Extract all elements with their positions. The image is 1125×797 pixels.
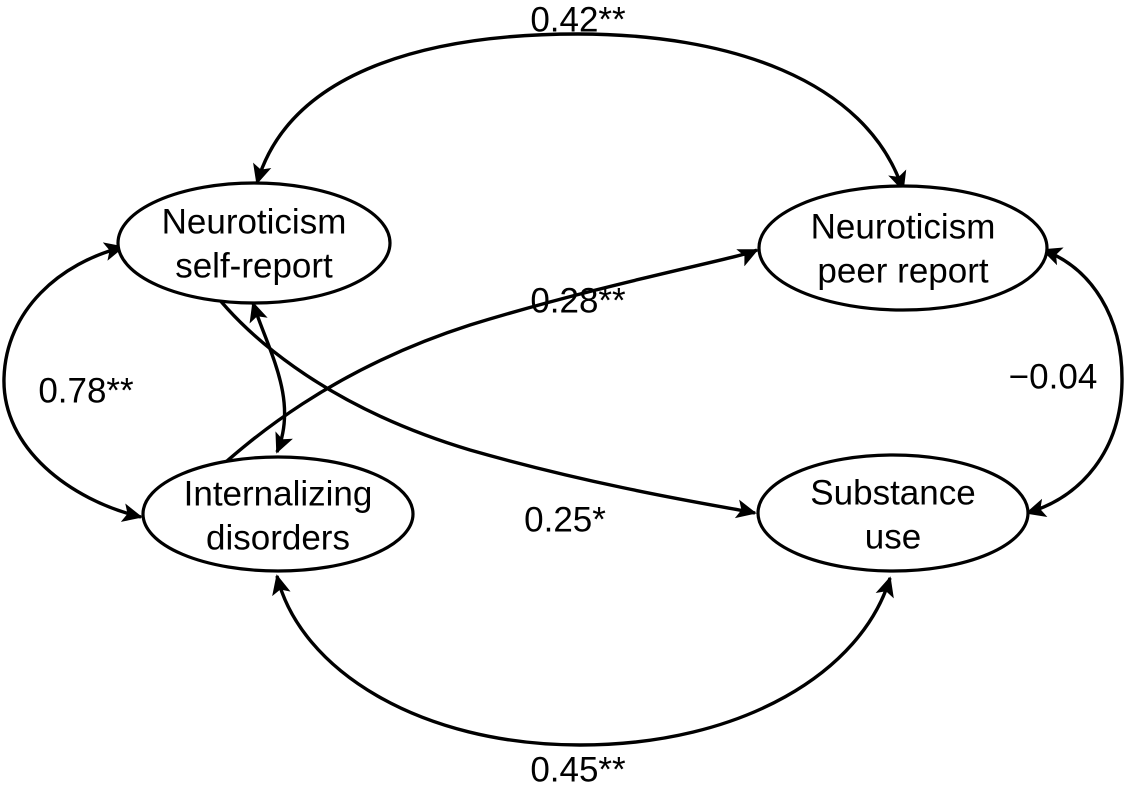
edge-label-self-report-peer-report: 0.42** — [530, 0, 626, 39]
edge-path-0.42 — [253, 32, 907, 192]
node-label-neuroticism-self-report-line1: Neuroticism — [162, 202, 347, 241]
node-neuroticism-self-report[interactable]: Neuroticism self-report — [116, 181, 392, 305]
edge-self-report-internalizing-direct — [249, 301, 293, 454]
node-label-neuroticism-peer-report-line2: peer report — [817, 251, 988, 290]
edge-label-peer-report-substance-use: −0.04 — [1009, 357, 1098, 396]
node-label-neuroticism-peer-report-line1: Neuroticism — [811, 207, 996, 246]
node-neuroticism-peer-report[interactable]: Neuroticism peer report — [757, 184, 1049, 312]
edge-self-report-substance-use: 0.25* — [203, 280, 757, 539]
node-internalizing-disorders[interactable]: Internalizing disorders — [141, 455, 415, 573]
edge-path-0.25 — [203, 280, 757, 519]
edge-path-0.28 — [208, 248, 759, 478]
node-ellipse-neuroticism-peer-report[interactable] — [757, 184, 1049, 312]
node-ellipse-neuroticism-self-report[interactable] — [116, 181, 392, 305]
edge-label-self-report-substance-use: 0.25* — [524, 500, 606, 539]
edge-path-0.45 — [272, 574, 894, 747]
node-label-internalizing-disorders-line1: Internalizing — [184, 474, 373, 513]
edge-self-report-internalizing-covariance: 0.78** — [2, 242, 143, 522]
node-label-substance-use-line1: Substance — [810, 473, 975, 512]
edge-internalizing-substance-use: 0.45** — [272, 574, 894, 789]
edge-label-internalizing-substance-use: 0.45** — [530, 750, 626, 789]
node-label-neuroticism-self-report-line2: self-report — [175, 246, 333, 285]
edge-path-self-report-internalizing — [249, 301, 293, 454]
edge-internalizing-peer-report: 0.28** — [208, 248, 759, 478]
edge-path--0.04 — [1025, 247, 1124, 517]
node-label-internalizing-disorders-line2: disorders — [206, 518, 350, 557]
edge-peer-report-substance-use: −0.04 — [1009, 247, 1124, 517]
node-ellipse-internalizing-disorders[interactable] — [141, 455, 415, 573]
node-ellipse-substance-use[interactable] — [756, 453, 1030, 573]
edge-label-self-report-internalizing-covariance: 0.78** — [38, 371, 134, 410]
node-substance-use[interactable]: Substance use — [756, 453, 1030, 573]
node-label-substance-use-line2: use — [865, 517, 921, 556]
edge-label-internalizing-peer-report: 0.28** — [530, 281, 626, 320]
edge-path-0.78 — [2, 242, 143, 522]
edge-self-report-peer-report: 0.42** — [253, 0, 907, 192]
